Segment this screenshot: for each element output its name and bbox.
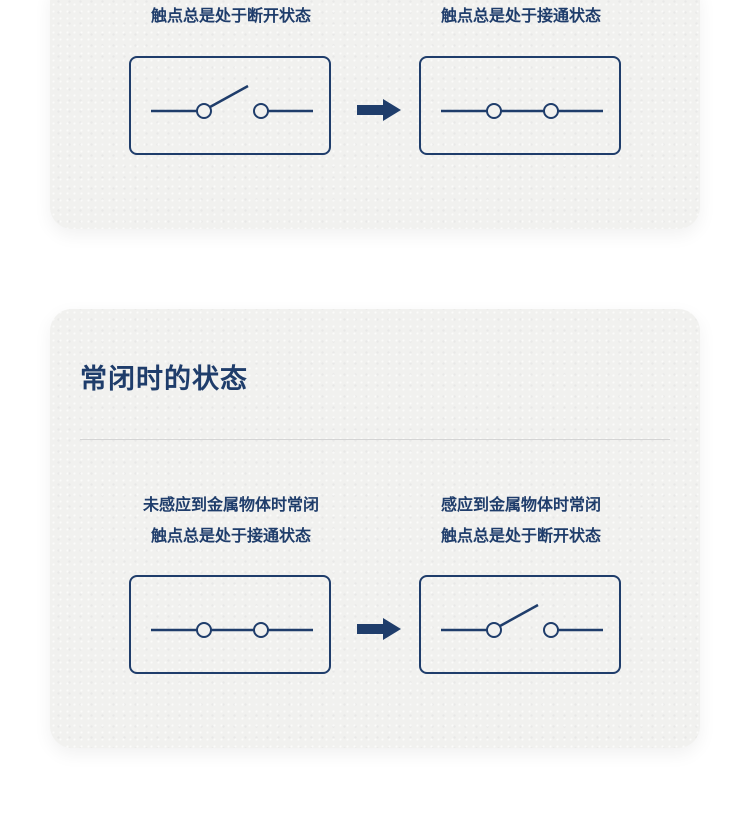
closed-switch-diagram (419, 56, 621, 155)
left-caption-line2: 触点总是处于断开状态 (150, 6, 311, 25)
left-caption-line2: 触点总是处于接通状态 (150, 526, 311, 545)
right-arrow-icon (357, 99, 401, 121)
closed-switch-icon (441, 103, 603, 119)
right-caption-line1: 感应到金属物体时常闭 (440, 495, 601, 514)
closed-switch-icon (151, 622, 313, 638)
right-caption-line2: 触点总是处于接通状态 (440, 6, 601, 25)
open-switch-diagram (419, 575, 621, 674)
left-caption-line1: 未感应到金属物体时常闭 (142, 495, 319, 514)
left-caption: 触点总是处于断开状态 (101, 0, 361, 31)
closed-switch-diagram (129, 575, 331, 674)
right-caption: 感应到金属物体时常闭 触点总是处于断开状态 (391, 489, 651, 551)
right-caption-line2: 触点总是处于断开状态 (440, 526, 601, 545)
right-arrow-icon (357, 618, 401, 640)
left-caption: 未感应到金属物体时常闭 触点总是处于接通状态 (101, 489, 361, 551)
right-caption: 触点总是处于接通状态 (391, 0, 651, 31)
normally-closed-card: 常闭时的状态 未感应到金属物体时常闭 触点总是处于接通状态 感应到金属物体时常闭… (50, 309, 700, 748)
section-divider (80, 439, 670, 440)
open-switch-diagram (129, 56, 331, 155)
open-switch-icon (441, 603, 603, 638)
normally-open-card: 触点总是处于断开状态 触点总是处于接通状态 (50, 0, 700, 229)
open-switch-icon (151, 84, 313, 119)
section-title: 常闭时的状态 (80, 364, 248, 395)
